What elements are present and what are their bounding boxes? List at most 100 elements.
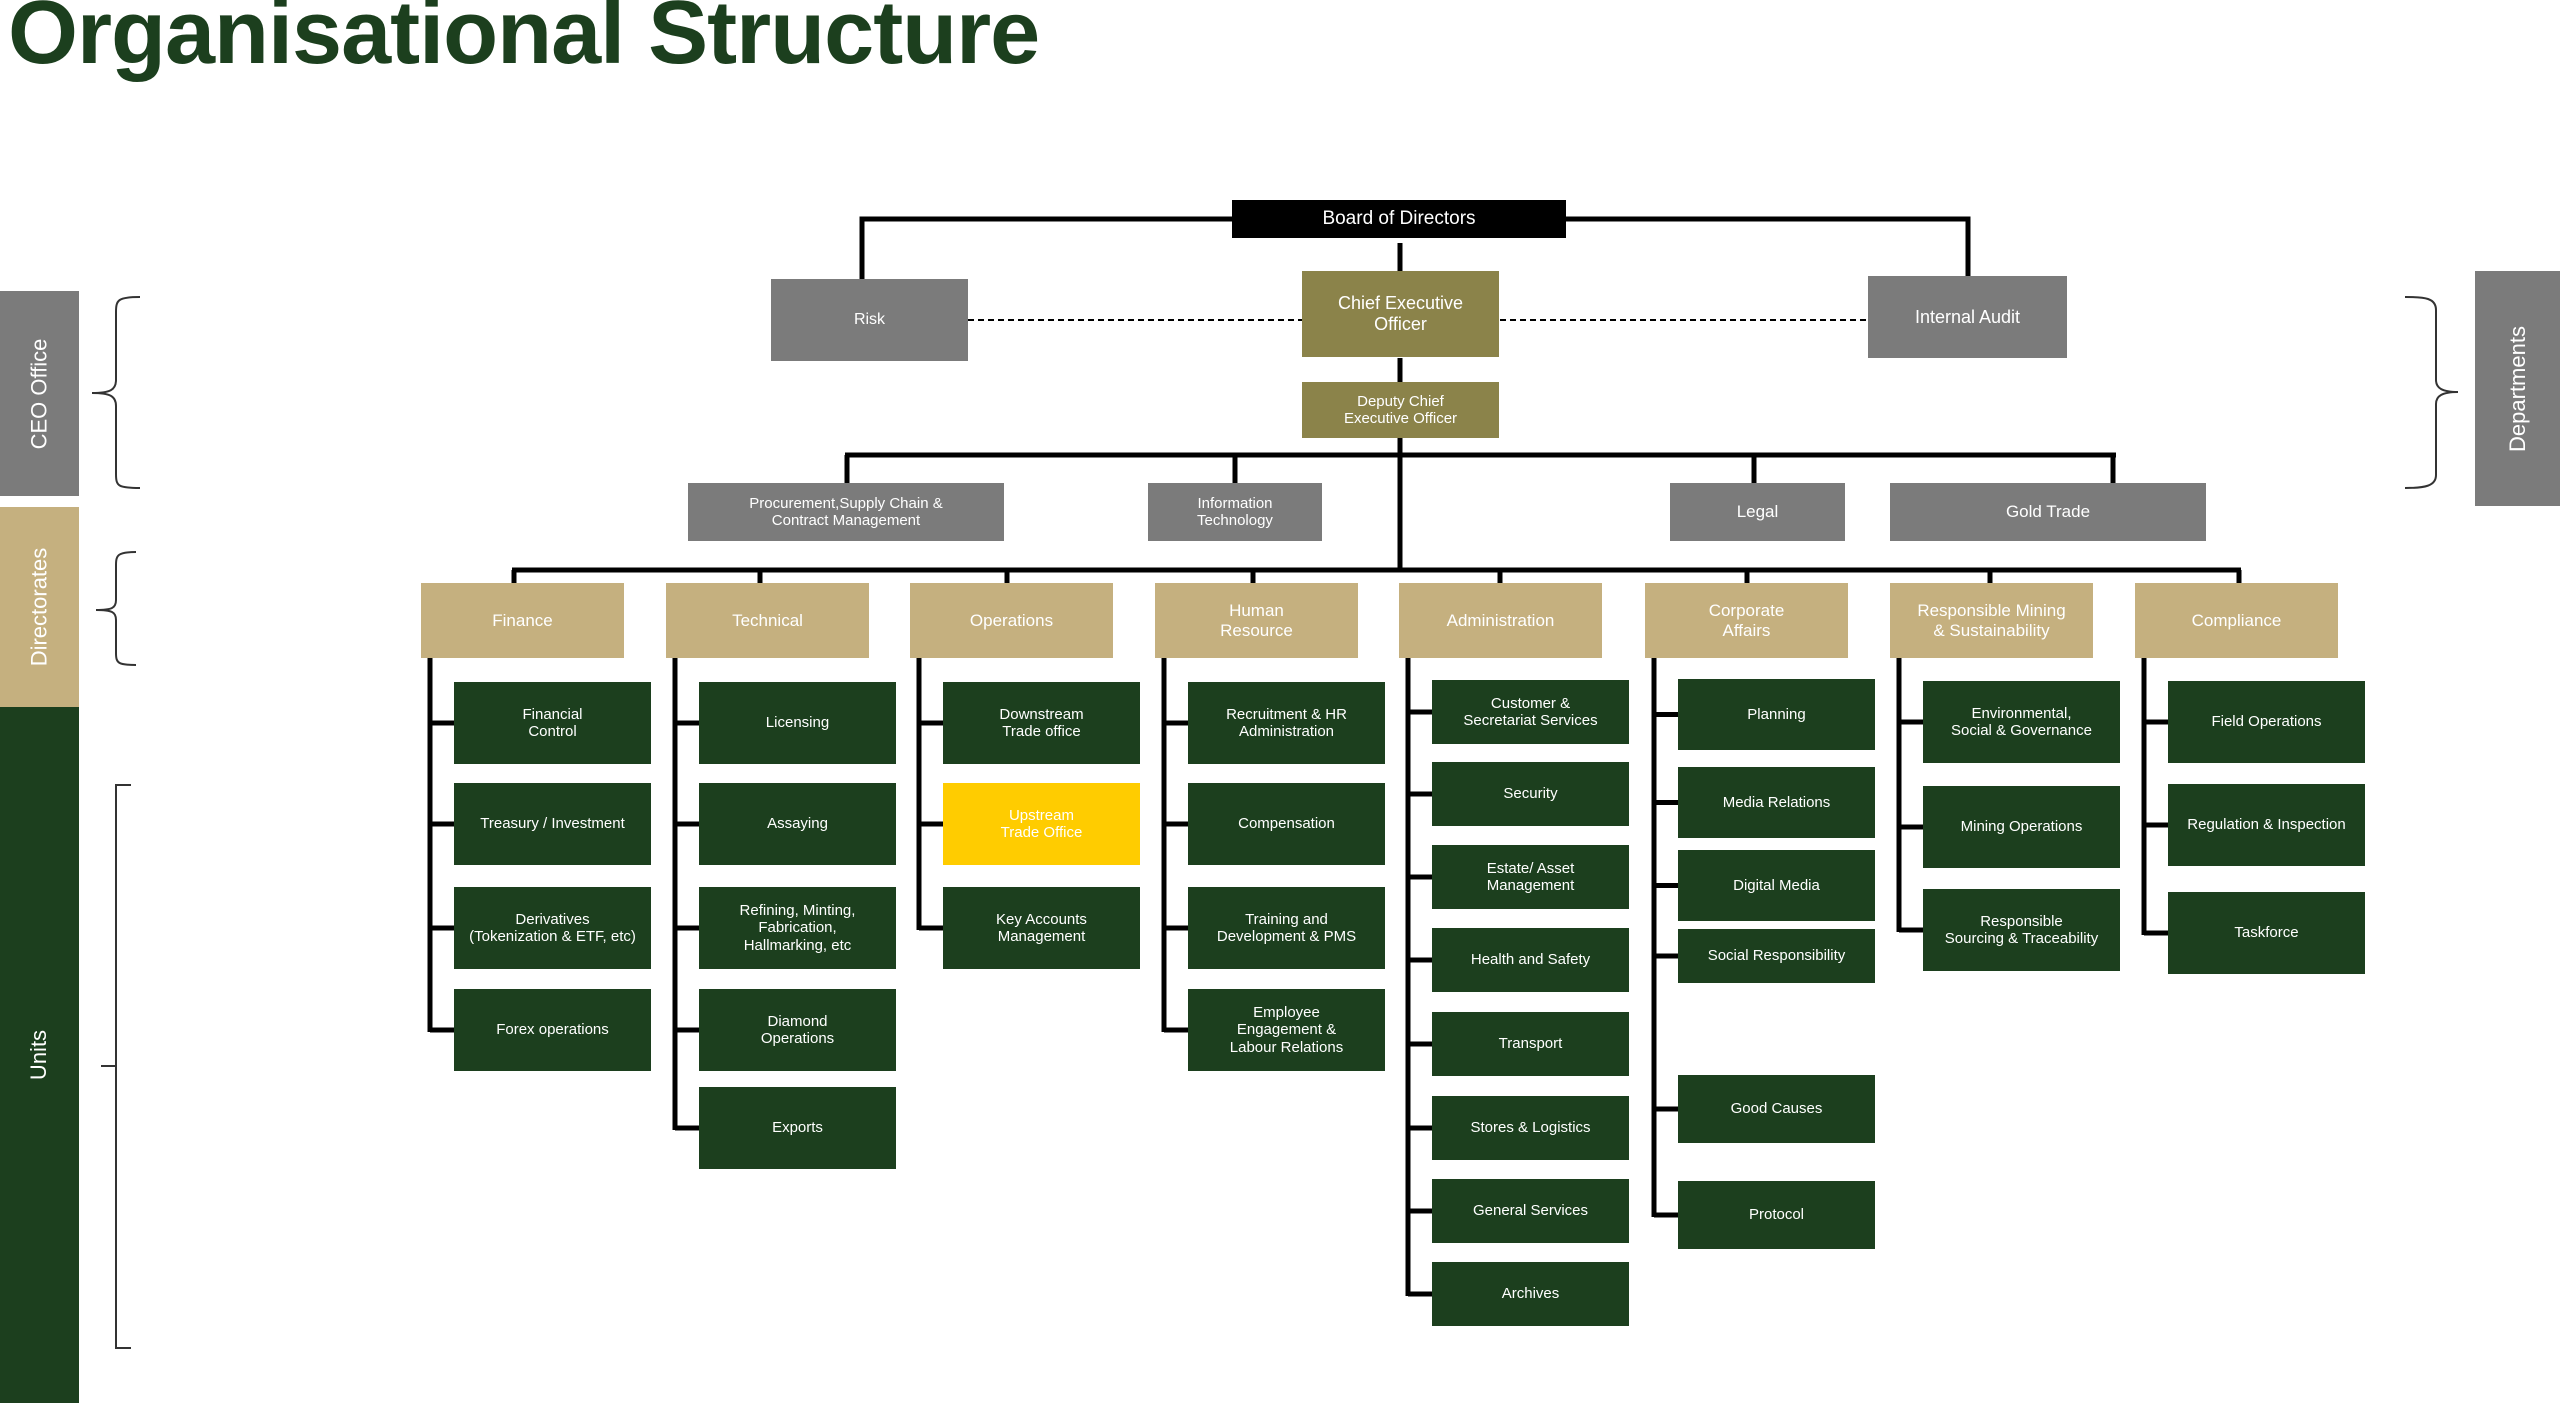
directorate-box[interactable]: Corporate Affairs — [1645, 583, 1848, 658]
unit-box[interactable]: Treasury / Investment — [454, 783, 651, 865]
unit-box[interactable]: Good Causes — [1678, 1075, 1875, 1143]
unit-box[interactable]: Compensation — [1188, 783, 1385, 865]
directorate-box[interactable]: Human Resource — [1155, 583, 1358, 658]
unit-label: Digital Media — [1733, 876, 1820, 894]
ceo-box[interactable]: Chief Executive Officer — [1302, 271, 1499, 357]
brace-ceo-office — [91, 296, 141, 489]
directorate-box[interactable]: Responsible Mining & Sustainability — [1890, 583, 2093, 658]
unit-box[interactable]: Planning — [1678, 679, 1875, 750]
board-of-directors-label: Board of Directors — [1322, 208, 1476, 230]
unit-label: Estate/ Asset Management — [1486, 859, 1575, 894]
legend-directorates: Directorates — [0, 507, 79, 707]
directorate-label: Technical — [732, 610, 803, 630]
brace-units — [101, 784, 131, 1349]
unit-box[interactable]: Financial Control — [454, 682, 651, 764]
legend-ceo-office: CEO Office — [0, 291, 79, 496]
directorate-label: Finance — [492, 610, 553, 630]
unit-box[interactable]: Estate/ Asset Management — [1432, 845, 1629, 909]
unit-box[interactable]: General Services — [1432, 1179, 1629, 1243]
directorate-label: Operations — [969, 610, 1054, 630]
directorate-box[interactable]: Operations — [910, 583, 1113, 658]
unit-box[interactable]: Security — [1432, 762, 1629, 826]
unit-box[interactable]: Mining Operations — [1923, 786, 2120, 868]
unit-box[interactable]: Social Responsibility — [1678, 929, 1875, 983]
unit-box[interactable]: Forex operations — [454, 989, 651, 1071]
unit-label: Transport — [1498, 1035, 1563, 1053]
unit-label: Field Operations — [2211, 713, 2322, 731]
unit-label: Customer & Secretariat Services — [1463, 694, 1598, 729]
directorate-box[interactable]: Technical — [666, 583, 869, 658]
unit-label: Environmental, Social & Governance — [1951, 704, 2092, 739]
unit-box[interactable]: Health and Safety — [1432, 928, 1629, 992]
unit-label: Training and Development & PMS — [1216, 910, 1357, 945]
unit-box[interactable]: Media Relations — [1678, 767, 1875, 838]
unit-label: Good Causes — [1730, 1100, 1823, 1118]
unit-box[interactable]: Customer & Secretariat Services — [1432, 680, 1629, 744]
unit-box[interactable]: Refining, Minting, Fabrication, Hallmark… — [699, 887, 896, 969]
unit-box[interactable]: Responsible Sourcing & Traceability — [1923, 889, 2120, 971]
unit-label: Archives — [1501, 1285, 1560, 1303]
unit-label: Financial Control — [522, 705, 583, 740]
legend-departments: Departments — [2475, 271, 2560, 506]
unit-label: Licensing — [765, 714, 830, 732]
internal-audit-box[interactable]: Internal Audit — [1868, 276, 2067, 358]
department-label: Legal — [1736, 502, 1779, 522]
unit-label: Compensation — [1238, 815, 1335, 833]
directorate-box[interactable]: Finance — [421, 583, 624, 658]
directorate-label: Corporate Affairs — [1708, 600, 1785, 640]
unit-box[interactable]: Taskforce — [2168, 892, 2365, 974]
department-gold-trade[interactable]: Gold Trade — [1890, 483, 2206, 541]
unit-box[interactable]: Digital Media — [1678, 850, 1875, 921]
unit-box[interactable]: Downstream Trade office — [943, 682, 1140, 764]
unit-box[interactable]: Derivatives (Tokenization & ETF, etc) — [454, 887, 651, 969]
directorate-label: Compliance — [2191, 610, 2282, 630]
line-board-audit — [1565, 216, 1971, 277]
risk-box[interactable]: Risk — [771, 279, 968, 361]
directorate-box[interactable]: Compliance — [2135, 583, 2338, 658]
unit-box[interactable]: Diamond Operations — [699, 989, 896, 1071]
unit-label: Employee Engagement & Labour Relations — [1229, 1004, 1344, 1056]
unit-box[interactable]: Field Operations — [2168, 681, 2365, 763]
directorate-label: Human Resource — [1220, 600, 1293, 640]
brace-departments — [2404, 296, 2459, 489]
unit-label: Assaying — [767, 815, 828, 833]
directorate-box[interactable]: Administration — [1399, 583, 1602, 658]
department-label: Procurement,Supply Chain & Contract Mana… — [749, 494, 943, 529]
unit-label: Downstream Trade office — [999, 705, 1084, 740]
unit-box[interactable]: Training and Development & PMS — [1188, 887, 1385, 969]
deputy-ceo-label: Deputy Chief Executive Officer — [1343, 392, 1458, 427]
unit-box[interactable]: Stores & Logistics — [1432, 1096, 1629, 1160]
department-legal[interactable]: Legal — [1670, 483, 1845, 541]
unit-label: Mining Operations — [1960, 818, 2083, 836]
unit-box[interactable]: Key Accounts Management — [943, 887, 1140, 969]
unit-box[interactable]: Employee Engagement & Labour Relations — [1188, 989, 1385, 1071]
page-title: Organisational Structure — [8, 0, 1040, 83]
unit-label: Refining, Minting, Fabrication, Hallmark… — [739, 902, 856, 954]
deputy-ceo-box[interactable]: Deputy Chief Executive Officer — [1302, 382, 1499, 438]
unit-box[interactable]: Regulation & Inspection — [2168, 784, 2365, 866]
unit-label: Derivatives (Tokenization & ETF, etc) — [469, 910, 636, 945]
unit-label: Planning — [1747, 705, 1806, 723]
line-board-risk — [859, 216, 1234, 280]
unit-label: Security — [1503, 785, 1558, 803]
directorate-label: Responsible Mining & Sustainability — [1917, 600, 2066, 640]
department-information-technology[interactable]: Information Technology — [1148, 483, 1322, 541]
board-of-directors-box[interactable]: Board of Directors — [1232, 200, 1566, 238]
unit-box[interactable]: Protocol — [1678, 1181, 1875, 1249]
unit-box[interactable]: Recruitment & HR Administration — [1188, 682, 1385, 764]
department-label: Gold Trade — [2005, 502, 2091, 522]
unit-label: Recruitment & HR Administration — [1226, 705, 1347, 740]
unit-label: Responsible Sourcing & Traceability — [1944, 912, 2099, 947]
unit-box[interactable]: Licensing — [699, 682, 896, 764]
unit-box[interactable]: Transport — [1432, 1012, 1629, 1076]
unit-box[interactable]: Archives — [1432, 1262, 1629, 1326]
unit-box[interactable]: Environmental, Social & Governance — [1923, 681, 2120, 763]
unit-box[interactable]: Upstream Trade Office — [943, 783, 1140, 865]
department-procurement[interactable]: Procurement,Supply Chain & Contract Mana… — [688, 483, 1004, 541]
legend-units: Units — [0, 707, 79, 1403]
brace-directorates — [95, 551, 137, 666]
unit-label: Regulation & Inspection — [2187, 816, 2346, 834]
unit-box[interactable]: Assaying — [699, 783, 896, 865]
unit-box[interactable]: Exports — [699, 1087, 896, 1169]
